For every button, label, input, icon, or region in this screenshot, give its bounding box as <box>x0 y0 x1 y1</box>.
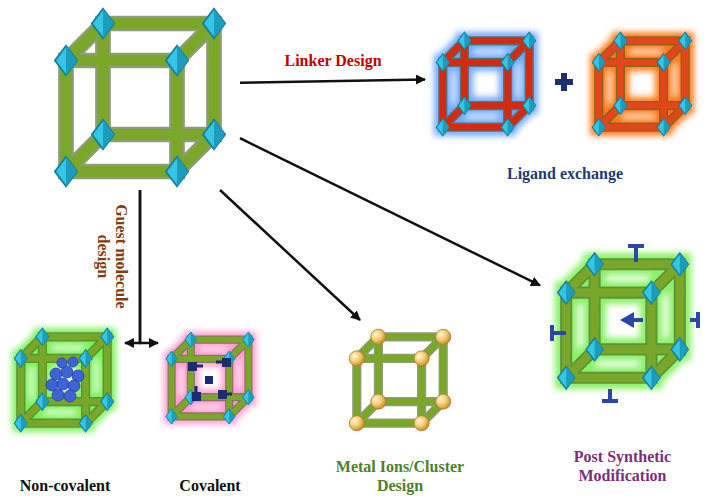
arrow-connector <box>220 190 360 320</box>
metal-cluster-cube <box>349 329 451 431</box>
edge-label: Guest molecule design <box>94 192 131 320</box>
psm-cube <box>552 246 698 401</box>
edge-label: Linker Design <box>268 52 398 70</box>
ligand-exchange-cubes <box>436 32 691 136</box>
psm-node: Post Synthetic Modification <box>540 235 705 487</box>
mof-node <box>40 5 240 190</box>
node-label: Covalent <box>179 476 240 495</box>
node-label: Non-covalent <box>20 476 111 495</box>
guest-node: Non-covalent <box>5 322 125 497</box>
node-label: Ligand exchange <box>507 164 623 183</box>
arrow-connector <box>240 138 540 285</box>
ligand-exchange-node: Ligand exchange <box>425 25 705 185</box>
covalent-cube <box>166 332 254 424</box>
node-label: Metal Ions/Cluster Design <box>324 457 476 495</box>
mof-cube <box>55 9 225 187</box>
arrow-connector <box>240 79 425 82</box>
metal-node: Metal Ions/Cluster Design <box>320 320 480 497</box>
guest-node: Covalent <box>158 322 262 497</box>
arrow-connector <box>140 190 158 343</box>
node-label: Post Synthetic Modification <box>544 447 701 485</box>
non-covalent-cube <box>14 328 113 432</box>
